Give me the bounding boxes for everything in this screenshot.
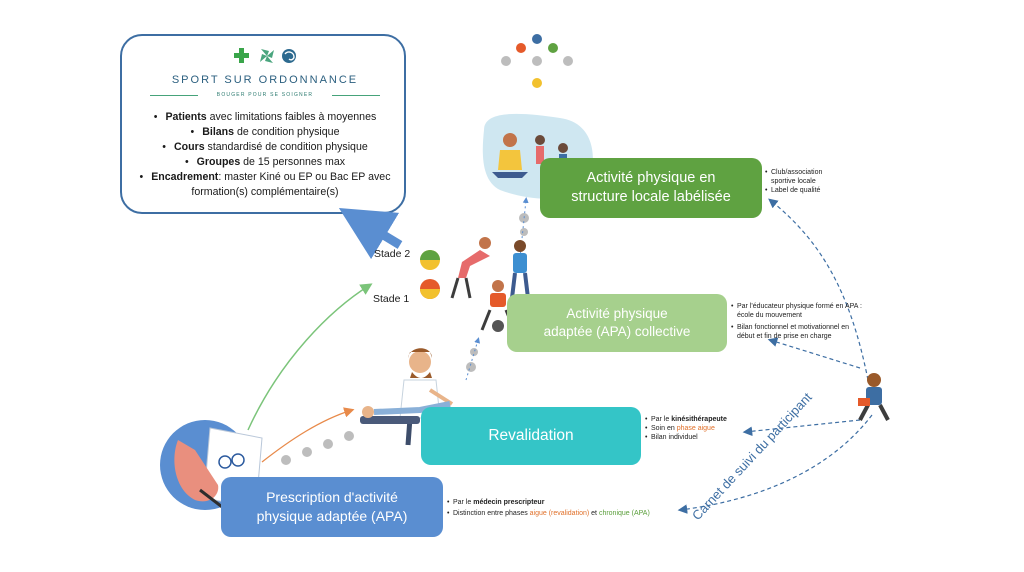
criteria-item-encadrement: Encadrement: master Kiné ou EP ou Bac EP… [126, 170, 404, 200]
green-cross-icon [234, 48, 249, 63]
structure-note: Label de qualité [765, 186, 843, 195]
step-apa-line2: adaptée (APA) collective [543, 324, 691, 339]
info-box: SPORT SUR ORDONNANCE BOUGER POUR SE SOIG… [120, 34, 406, 214]
criteria-item-patients: Patients avec limitations faibles à moye… [126, 110, 404, 125]
criteria-item-cours: Cours standardisé de condition physique [126, 140, 404, 155]
criteria-item-groupes: Groupes de 15 personnes max [126, 155, 404, 170]
brand-divider-left [150, 95, 198, 96]
stade1-indicator-icon [420, 279, 440, 299]
physiotherapist-illustration [360, 348, 454, 446]
group-exercise-illustration [450, 237, 530, 332]
carnet-arrows [677, 198, 873, 514]
brand-title: SPORT SUR ORDONNANCE [171, 74, 359, 86]
step-revalidation: Revalidation [421, 407, 641, 465]
step-structure-locale: Activité physique en structure locale lab… [540, 158, 762, 218]
prescription-notes: Par le médecin prescripteur Distinction … [447, 498, 687, 518]
structure-notes: Club/association sportive locale Label d… [765, 168, 843, 195]
brand-logo-icons [234, 48, 296, 63]
revalidation-note: Par le kinésithérapeute [645, 415, 745, 424]
prescription-note: Par le médecin prescripteur [447, 498, 687, 507]
step-apa-collective: Activité physique adaptée (APA) collectiv… [507, 294, 727, 352]
stade1-label: Stade 1 [373, 293, 410, 305]
coloured-dots-logo [501, 34, 573, 88]
brand-subtitle: BOUGER POUR SE SOIGNER [216, 92, 314, 98]
stade2-indicator-icon [420, 250, 440, 270]
structure-note: Club/association sportive locale [765, 168, 843, 186]
apa-note: Bilan fonctionnel et motivationnel en dé… [731, 323, 863, 341]
participant-illustration [858, 373, 890, 421]
pinwheel-icon [260, 49, 274, 63]
step-prescription-line1: Prescription d'activité [266, 489, 398, 505]
orange-arrow [261, 407, 355, 463]
step-apa-line1: Activité physique [566, 306, 668, 321]
connector-arrow-1 [465, 337, 481, 381]
revalidation-note: Soin en phase aigue [645, 424, 745, 433]
apa-notes: Par l'éducateur physique formé en APA : … [731, 302, 863, 341]
step-connector-dots [281, 213, 529, 465]
brand-divider-right [332, 95, 380, 96]
big-arrow-to-info-box [338, 208, 403, 260]
criteria-item-bilans: Bilans de condition physique [126, 125, 404, 140]
revalidation-note: Bilan individuel [645, 433, 745, 442]
step-revalidation-title: Revalidation [488, 427, 574, 444]
prescription-note: Distinction entre phases aigue (revalida… [447, 509, 687, 518]
step-prescription: Prescription d'activité physique adaptée … [221, 477, 443, 537]
stade2-label: Stade 2 [374, 248, 411, 260]
swirl-icon [282, 49, 296, 63]
step-structure-line1: Activité physique en [586, 170, 716, 186]
green-arrow-stade1 [247, 283, 373, 431]
step-prescription-line2: physique adaptée (APA) [256, 508, 408, 524]
apa-note: Par l'éducateur physique formé en APA : … [731, 302, 863, 320]
criteria-list: Patients avec limitations faibles à moye… [126, 110, 404, 200]
revalidation-notes: Par le kinésithérapeute Soin en phase ai… [645, 415, 745, 442]
step-structure-line2: structure locale labélisée [571, 189, 731, 205]
